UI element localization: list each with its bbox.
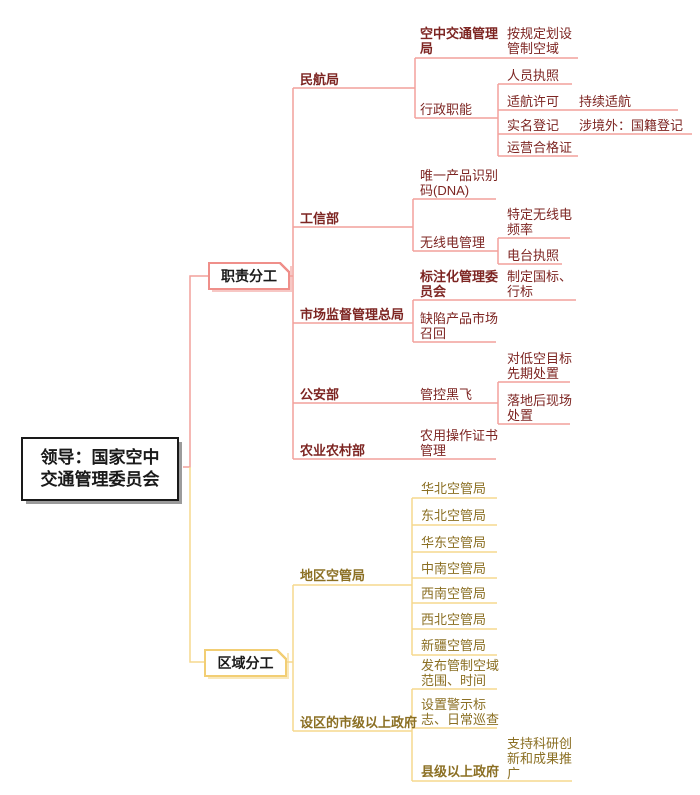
node-warning-signs-patrol[interactable]: 设置警示标 志、日常巡查 xyxy=(421,697,500,727)
node-city-level-government[interactable]: 设区的市级以上政府 xyxy=(300,715,418,730)
node-real-name-registration[interactable]: 实名登记 xyxy=(507,118,560,133)
node-northwest-atmb[interactable]: 西北空管局 xyxy=(421,612,487,627)
node-moa[interactable]: 农业农村部 xyxy=(300,443,366,458)
node-administrative-functions[interactable]: 行政职能 xyxy=(420,102,473,117)
node-defective-product-recall[interactable]: 缺陷产品市场 召回 xyxy=(420,311,499,341)
node-north-china-atmb[interactable]: 华北空管局 xyxy=(421,481,487,496)
branch-region-division[interactable]: 区域分工 xyxy=(204,649,287,677)
node-scientific-research-support[interactable]: 支持科研创 新和成果推 广 xyxy=(507,736,573,781)
folded-corner-icon xyxy=(276,649,287,660)
node-specific-radio-frequency[interactable]: 特定无线电 频率 xyxy=(507,207,573,237)
region-branch-lines xyxy=(189,467,572,782)
node-low-altitude-target-disposal[interactable]: 对低空目标 先期处置 xyxy=(507,351,573,381)
node-national-industry-standards[interactable]: 制定国标、 行标 xyxy=(507,269,573,299)
node-agricultural-operation-certificate[interactable]: 农用操作证书 管理 xyxy=(420,428,499,458)
branch-duty-label: 职责分工 xyxy=(221,268,277,284)
folded-corner-icon xyxy=(279,262,290,273)
root-node-national-air-traffic-committee[interactable]: 领导：国家空中 交通管理委员会 xyxy=(21,437,179,501)
node-overseas-nationality-registration[interactable]: 涉境外：国籍登记 xyxy=(579,118,684,133)
node-northeast-atmb[interactable]: 东北空管局 xyxy=(421,508,487,523)
node-mps[interactable]: 公安部 xyxy=(300,387,340,402)
node-unique-product-id[interactable]: 唯一产品识别 码(DNA) xyxy=(420,168,499,198)
node-continued-airworthiness[interactable]: 持续适航 xyxy=(579,94,632,109)
branch-region-label: 区域分工 xyxy=(217,655,274,671)
node-airworthiness-permit[interactable]: 适航许可 xyxy=(507,94,560,109)
node-radio-management[interactable]: 无线电管理 xyxy=(420,235,486,250)
node-radio-station-license[interactable]: 电台执照 xyxy=(507,248,560,263)
duty-branch-lines xyxy=(183,57,692,468)
node-air-traffic-management-bureau[interactable]: 空中交通管理 局 xyxy=(420,26,499,56)
node-regional-atmb[interactable]: 地区空管局 xyxy=(300,568,366,583)
node-control-illegal-flight[interactable]: 管控黑飞 xyxy=(420,387,473,402)
node-samr[interactable]: 市场监督管理总局 xyxy=(300,307,405,322)
node-east-china-atmb[interactable]: 华东空管局 xyxy=(421,535,487,550)
node-operation-certificate[interactable]: 运营合格证 xyxy=(507,140,573,155)
node-personnel-license[interactable]: 人员执照 xyxy=(507,68,560,83)
node-standardization-committee[interactable]: 标注化管理委 员会 xyxy=(420,269,499,299)
node-xinjiang-atmb[interactable]: 新疆空管局 xyxy=(421,638,487,653)
branch-duty-division[interactable]: 职责分工 xyxy=(208,262,290,290)
node-caac[interactable]: 民航局 xyxy=(300,72,340,87)
node-miit[interactable]: 工信部 xyxy=(300,211,340,226)
node-publish-controlled-airspace[interactable]: 发布管制空域 范围、时间 xyxy=(421,658,500,688)
node-designate-controlled-airspace[interactable]: 按规定划设 管制空域 xyxy=(507,26,573,56)
node-southwest-atmb[interactable]: 西南空管局 xyxy=(421,586,487,601)
node-landing-site-disposal[interactable]: 落地后现场 处置 xyxy=(507,393,573,423)
node-central-south-atmb[interactable]: 中南空管局 xyxy=(421,561,487,576)
node-county-level-government[interactable]: 县级以上政府 xyxy=(421,764,500,779)
